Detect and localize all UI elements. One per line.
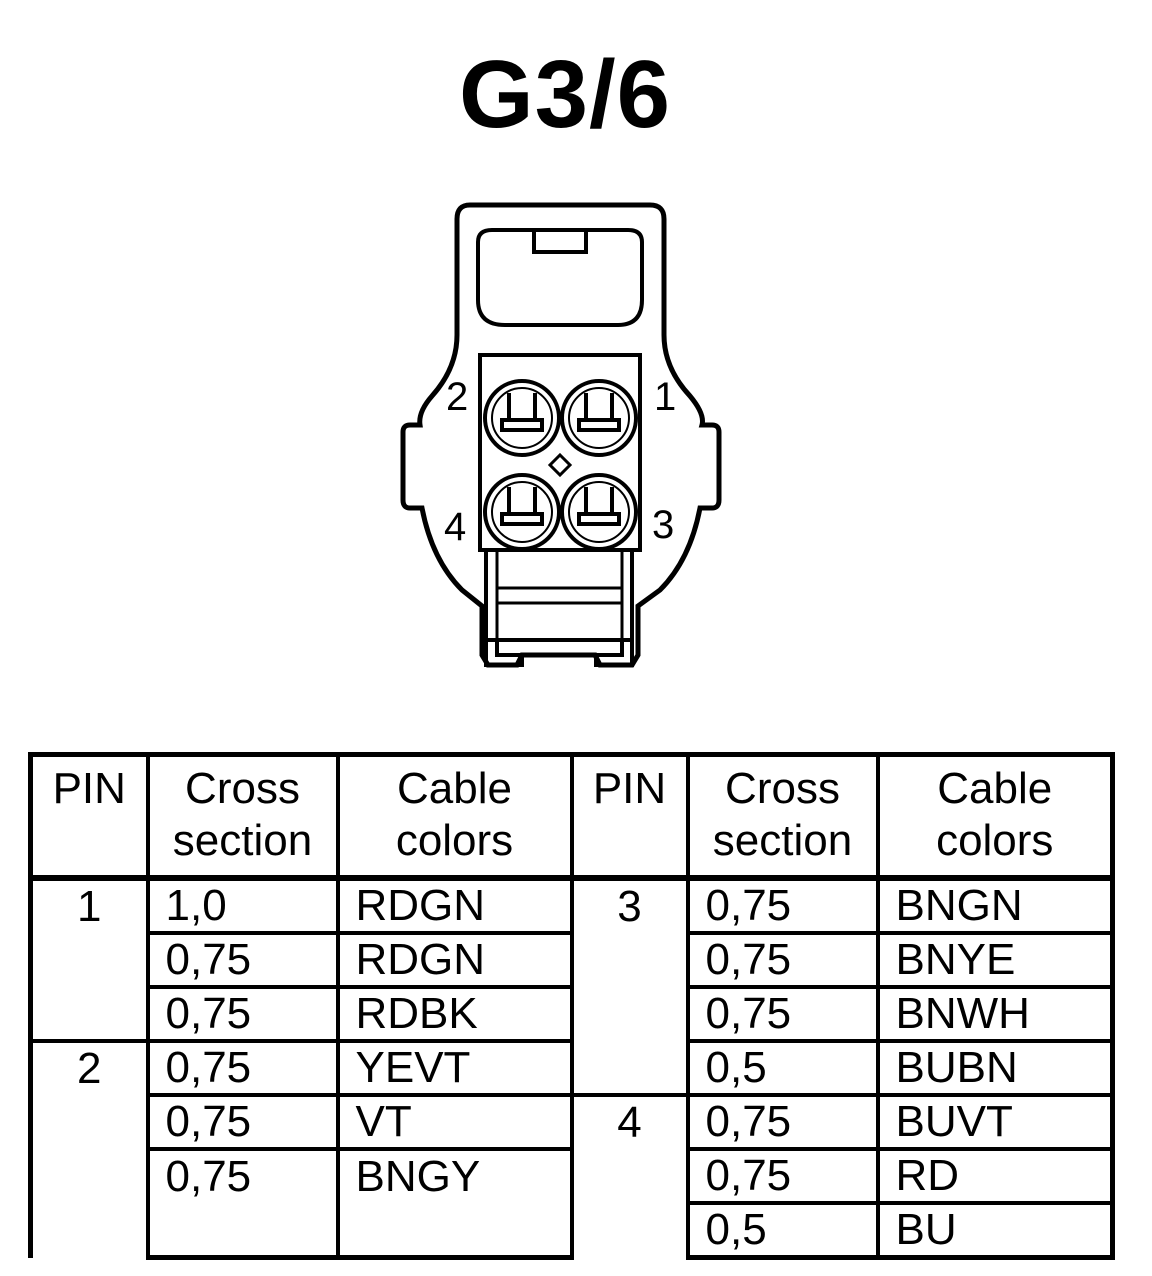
latch-tab xyxy=(532,228,588,254)
header-pin-left: PIN xyxy=(28,752,150,880)
header-colors-line1: Cable xyxy=(397,764,512,813)
cross-section-cell: 0,75 xyxy=(685,931,880,989)
terminal-1 xyxy=(560,379,638,457)
table-row: 1 1,0 RDGN 3 0,75 BNGN xyxy=(28,875,1115,1095)
cable-color-cell: BUBN xyxy=(875,1039,1115,1097)
connector-housing xyxy=(400,202,722,668)
pin-label-4: 4 xyxy=(444,505,466,549)
header-pin-label: PIN xyxy=(592,764,667,813)
cable-color-cell: BU xyxy=(875,1201,1115,1260)
cable-color-cell: BUVT xyxy=(875,1093,1115,1151)
cable-color-cell: YEVT xyxy=(335,1039,574,1097)
cable-color-cell: VT xyxy=(335,1093,574,1151)
header-cross-line2: section xyxy=(172,816,313,865)
cross-section-cell: 0,75 xyxy=(685,985,880,1043)
header-cross-line1: Cross xyxy=(725,764,840,813)
cross-section-cell: 0,75 xyxy=(685,875,880,935)
cable-color-cell: RDGN xyxy=(335,875,574,935)
header-pin-right: PIN xyxy=(569,752,690,880)
cross-section-cell: 0,75 xyxy=(145,1093,340,1151)
cross-section-cell: 0,75 xyxy=(145,1147,340,1203)
header-colors-line1: Cable xyxy=(937,764,1053,813)
table-row: 0,5 BU xyxy=(31,1201,1115,1260)
pin-cell: 3 xyxy=(569,875,690,1095)
lock-frame xyxy=(484,550,634,642)
table-row: 2 0,75 YEVT 0,5 BUBN xyxy=(28,1039,1115,1258)
header-colors-left: Cable colors xyxy=(335,752,574,880)
empty-cell xyxy=(145,1203,340,1260)
empty-cell xyxy=(335,1203,574,1260)
cross-section-cell: 0,5 xyxy=(685,1039,880,1097)
table-row: 0,75 RDBK 0,75 BNWH xyxy=(31,985,1115,1043)
table-row: 0,75 BNGY 0,75 RD xyxy=(31,1147,1115,1205)
terminal-2 xyxy=(483,379,561,457)
pin-assignment-table: PIN Cross section Cable colors PIN Cross… xyxy=(28,752,1115,1260)
pin-label-1: 1 xyxy=(654,375,676,419)
terminal-4 xyxy=(483,473,561,551)
diagram-title: G3/6 xyxy=(458,41,672,148)
cross-section-cell: 0,5 xyxy=(685,1201,880,1260)
cable-color-cell: BNWH xyxy=(875,985,1115,1043)
header-cross-line2: section xyxy=(712,816,853,865)
cable-color-cell: BNGY xyxy=(335,1147,574,1203)
cable-color-cell: BNYE xyxy=(875,931,1115,989)
pin-cell: 2 xyxy=(28,1039,150,1258)
pin-label-3: 3 xyxy=(652,503,674,547)
header-colors-line2: colors xyxy=(395,816,514,865)
connector-drawing: 2 1 4 3 xyxy=(400,202,722,668)
latch-window xyxy=(476,228,644,327)
terminal-group xyxy=(483,379,638,551)
table-row: 0,75 VT 4 0,75 BUVT xyxy=(31,1093,1115,1258)
center-key-icon xyxy=(547,452,573,478)
terminal-3 xyxy=(560,473,638,551)
header-cross-right: Cross section xyxy=(685,752,880,880)
header-cross-line1: Cross xyxy=(185,764,300,813)
cable-color-cell: RDGN xyxy=(335,931,574,989)
cross-section-cell: 0,75 xyxy=(685,1147,880,1205)
pin-cell: 1 xyxy=(28,875,150,1041)
cable-color-cell: RDBK xyxy=(335,985,574,1043)
pin-cell: 4 xyxy=(569,1093,690,1258)
cross-section-cell: 0,75 xyxy=(145,985,340,1043)
table-row: 0,75 RDGN 0,75 BNYE xyxy=(31,931,1115,989)
header-colors-right: Cable colors xyxy=(875,752,1115,880)
cable-color-cell: BNGN xyxy=(875,875,1115,935)
cross-section-cell: 0,75 xyxy=(145,931,340,989)
header-pin-label: PIN xyxy=(52,764,126,813)
cross-section-cell: 0,75 xyxy=(685,1093,880,1151)
header-cross-left: Cross section xyxy=(145,752,340,880)
cross-section-cell: 0,75 xyxy=(145,1039,340,1097)
table-header-row: PIN Cross section Cable colors PIN Cross… xyxy=(28,752,1115,880)
header-colors-line2: colors xyxy=(936,816,1054,865)
pin-label-2: 2 xyxy=(446,375,468,419)
terminal-cavity-frame xyxy=(478,353,642,552)
cross-section-cell: 1,0 xyxy=(145,875,340,935)
cable-color-cell: RD xyxy=(875,1147,1115,1205)
